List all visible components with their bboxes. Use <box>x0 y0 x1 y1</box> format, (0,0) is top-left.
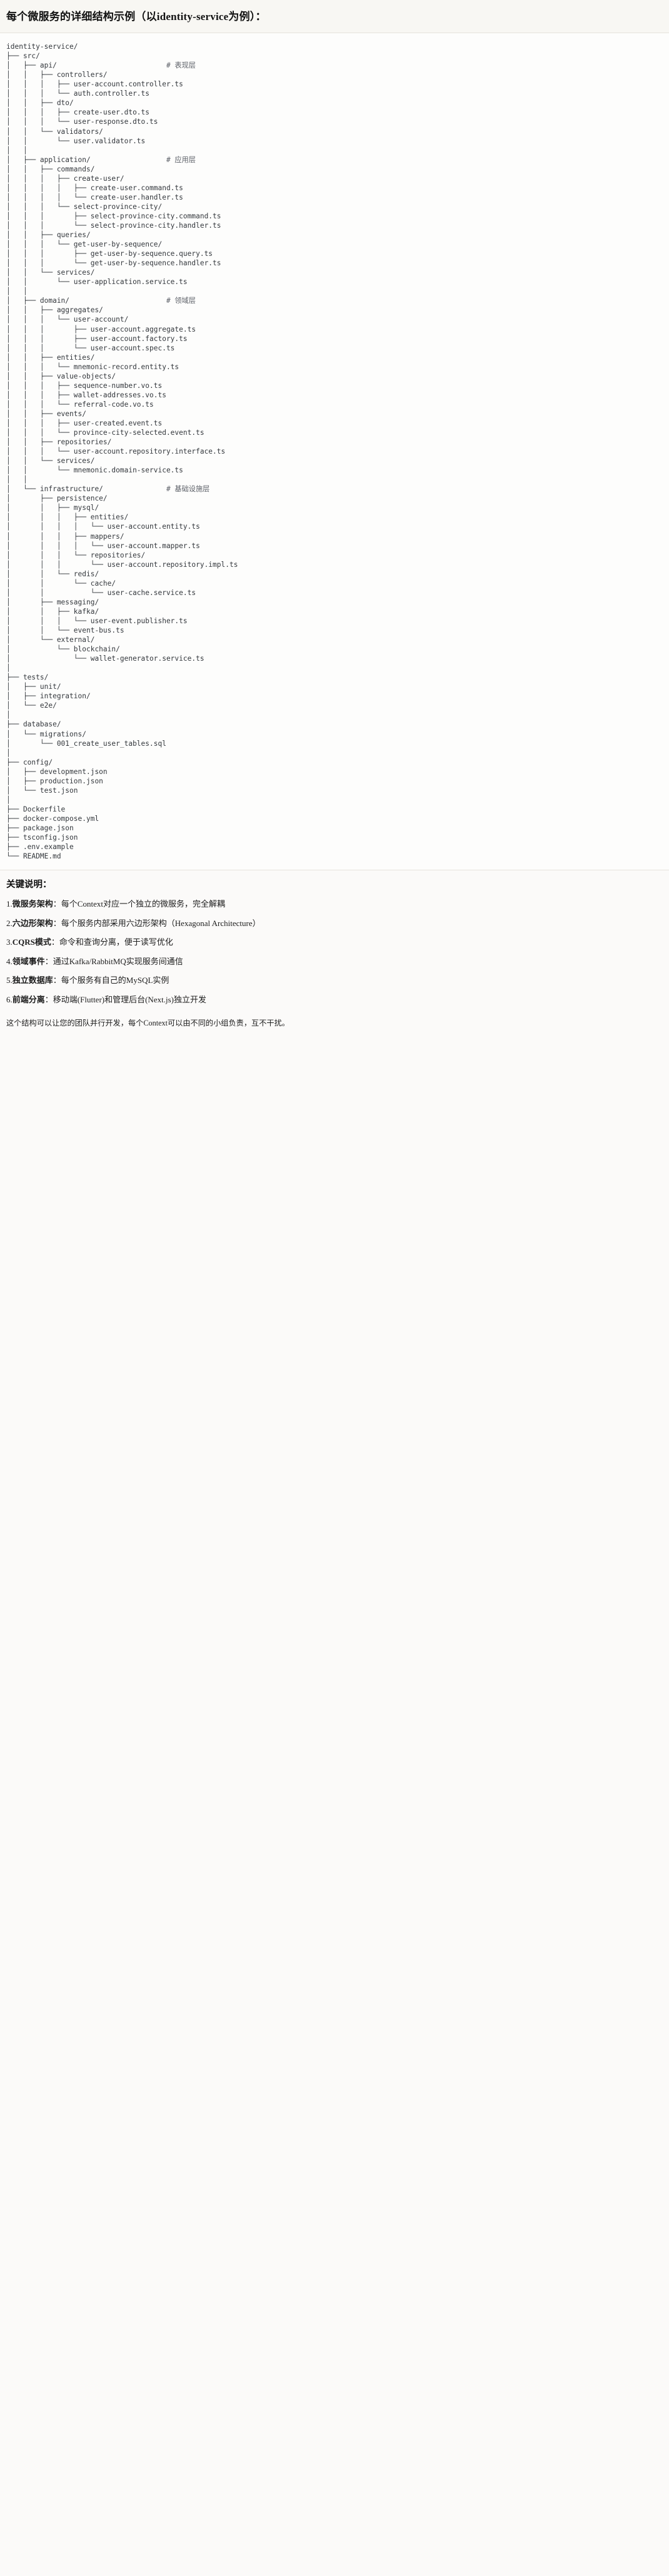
tree-layer-comment: # 应用层 <box>166 155 196 164</box>
list-item-separator: ： <box>53 975 61 985</box>
key-points-list: 1.微服务架构：每个Context对应一个独立的微服务，完全解耦 2.六边形架构… <box>6 899 663 1005</box>
list-item-term: 前端分离 <box>12 994 45 1004</box>
list-item-number: 6. <box>6 994 13 1004</box>
list-item-description: 每个Context对应一个独立的微服务，完全解耦 <box>61 899 225 909</box>
list-item: 2.六边形架构：每个服务内部采用六边形架构（Hexagonal Architec… <box>6 918 663 929</box>
list-item-separator: ： <box>44 956 53 966</box>
list-item-number: 2. <box>6 918 13 928</box>
list-item-description: 通过Kafka/RabbitMQ实现服务间通信 <box>53 956 183 966</box>
list-item-number: 3. <box>6 937 13 947</box>
list-item-term: 领域事件 <box>12 956 45 966</box>
list-item-term: 独立数据库 <box>12 975 53 985</box>
directory-tree-code-block: identity-service/ ├── src/ │ ├── api/ # … <box>0 33 669 871</box>
directory-tree: identity-service/ ├── src/ │ ├── api/ # … <box>6 43 238 861</box>
list-item: 1.微服务架构：每个Context对应一个独立的微服务，完全解耦 <box>6 899 663 910</box>
list-item-number: 1. <box>6 899 13 909</box>
closing-paragraph: 这个结构可以让您的团队并行开发，每个Context可以由不同的小组负责，互不干扰… <box>0 1017 669 1038</box>
list-item-term: 六边形架构 <box>12 918 53 928</box>
list-item-description: 每个服务有自己的MySQL实例 <box>61 975 169 985</box>
list-item: 6.前端分离：移动端(Flutter)和管理后台(Next.js)独立开发 <box>6 994 663 1005</box>
heading-band: 每个微服务的详细结构示例（以identity-service为例）： <box>0 0 669 34</box>
list-item-separator: ： <box>53 918 61 928</box>
list-item-separator: ： <box>44 994 53 1004</box>
list-item-separator: ： <box>53 899 61 909</box>
tree-layer-comment: # 基础设施层 <box>166 485 210 494</box>
key-points-title: 关键说明： <box>6 880 52 890</box>
list-item-description: 命令和查询分离，便于读写优化 <box>59 937 173 947</box>
list-item-term: CQRS模式 <box>12 937 51 947</box>
list-item-description: 移动端(Flutter)和管理后台(Next.js)独立开发 <box>53 994 206 1004</box>
list-item-number: 4. <box>6 956 13 966</box>
list-item: 4.领域事件：通过Kafka/RabbitMQ实现服务间通信 <box>6 956 663 967</box>
list-item-number: 5. <box>6 975 13 985</box>
list-item-description: 每个服务内部采用六边形架构（Hexagonal Architecture） <box>61 918 261 928</box>
tree-layer-comment: # 领域层 <box>166 297 196 305</box>
list-item-separator: ： <box>51 937 59 947</box>
list-item-term: 微服务架构 <box>12 899 53 909</box>
page-title: 每个微服务的详细结构示例（以identity-service为例）： <box>6 11 266 23</box>
list-item: 3.CQRS模式：命令和查询分离，便于读写优化 <box>6 937 663 948</box>
key-points-section: 关键说明： 1.微服务架构：每个Context对应一个独立的微服务，完全解耦 2… <box>0 870 669 1017</box>
tree-layer-comment: # 表现层 <box>166 61 196 70</box>
list-item: 5.独立数据库：每个服务有自己的MySQL实例 <box>6 975 663 986</box>
